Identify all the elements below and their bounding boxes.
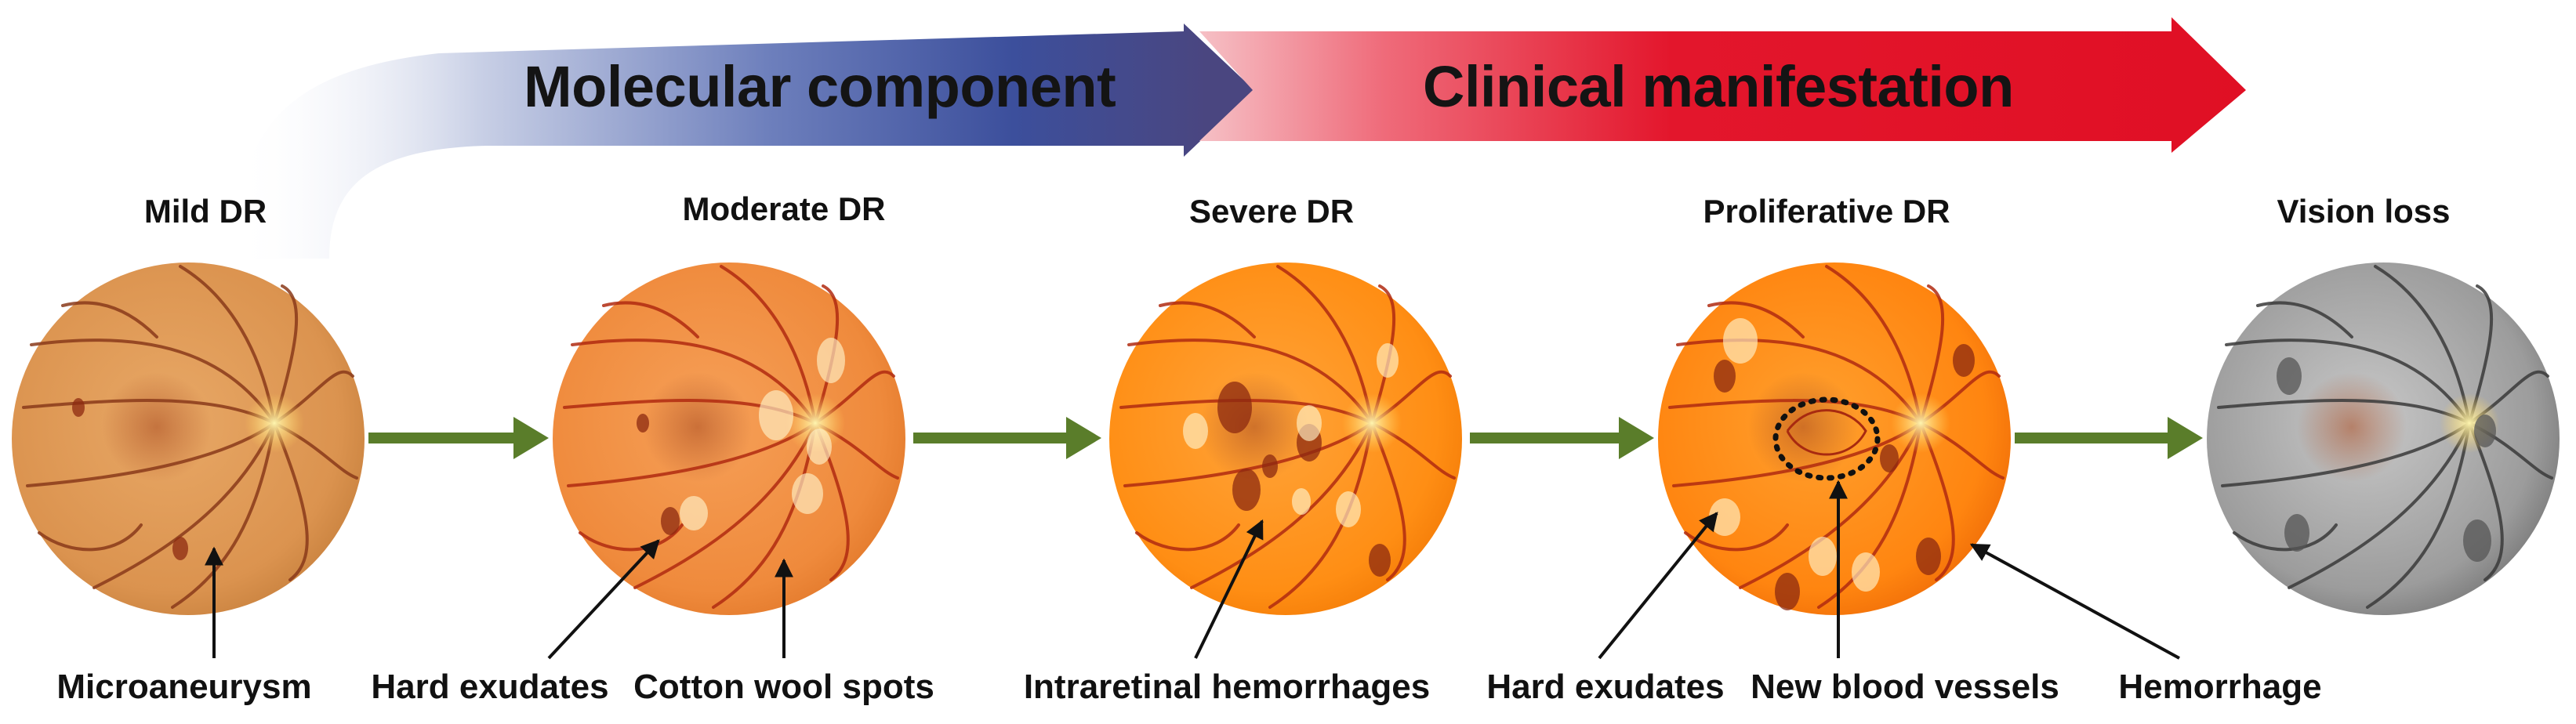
flow-arrow-1 bbox=[368, 417, 549, 459]
flow-arrow-3 bbox=[1470, 417, 1654, 459]
hemorrhage-spot bbox=[2277, 357, 2302, 395]
exudate-spot bbox=[680, 496, 708, 530]
hemorrhage-spot bbox=[72, 398, 85, 417]
macula bbox=[1748, 372, 1858, 482]
exudate-spot bbox=[1377, 343, 1399, 378]
hemorrhage-spot bbox=[1714, 360, 1736, 393]
new-vessels-ring bbox=[1772, 396, 1881, 481]
exudate-spot bbox=[817, 338, 845, 383]
hemorrhage-spot bbox=[2284, 514, 2309, 552]
macula bbox=[2297, 372, 2407, 482]
hemorrhage-spot bbox=[1953, 344, 1975, 377]
stage-label-mild-dr: Mild DR bbox=[143, 193, 267, 230]
flow-arrow-2 bbox=[913, 417, 1101, 459]
hemorrhage-spot bbox=[172, 537, 188, 560]
exudate-spot bbox=[759, 390, 793, 440]
annotation-new-blood-vessels: New blood vessels bbox=[1751, 668, 2059, 706]
molecular-component-arrow bbox=[235, 24, 1254, 259]
fundus-image-proliferative-dr bbox=[1658, 262, 2011, 615]
annotation-cotton-wool-spots: Cotton wool spots bbox=[633, 668, 934, 706]
annotation-hard-exudates-proliferative: Hard exudates bbox=[1486, 668, 1725, 706]
pointer-intraretinal-hemorrhages bbox=[1194, 519, 1264, 659]
stage-label-moderate-dr: Moderate DR bbox=[682, 190, 886, 227]
stage-label-severe-dr: Severe DR bbox=[1188, 193, 1355, 230]
optic-disc bbox=[1342, 393, 1402, 453]
fundus-image-mild-dr bbox=[12, 262, 365, 615]
exudate-spot bbox=[1183, 413, 1208, 449]
exudate-spot bbox=[1723, 318, 1758, 364]
exudate-spot bbox=[1297, 405, 1322, 441]
pointer-hard-exudates-proliferative bbox=[1598, 512, 1718, 660]
hemorrhage-spot bbox=[1916, 538, 1941, 575]
exudate-spot bbox=[1809, 537, 1837, 576]
exudate-spot bbox=[792, 473, 823, 514]
exudate-spot bbox=[1852, 552, 1880, 592]
exudate-spot bbox=[1292, 488, 1311, 515]
hemorrhage-spot bbox=[1262, 454, 1278, 478]
macula bbox=[643, 372, 753, 482]
fundus-image-vision-loss bbox=[2207, 262, 2560, 615]
exudate-spot bbox=[1336, 491, 1361, 527]
clinical-manifestation-label: Clinical manifestation bbox=[1423, 54, 2014, 119]
macula bbox=[1199, 372, 1309, 482]
fundus-image-severe-dr bbox=[1109, 262, 1462, 615]
flow-arrow-4 bbox=[2015, 417, 2203, 459]
annotation-hard-exudates-moderate: Hard exudates bbox=[371, 668, 609, 706]
hemorrhage-spot bbox=[661, 507, 680, 535]
pointer-hemorrhage bbox=[1969, 543, 2180, 660]
hemorrhage-spot bbox=[2463, 519, 2491, 562]
fundus-image-moderate-dr bbox=[553, 262, 905, 615]
pointer-hard-exudates-moderate bbox=[547, 539, 660, 660]
stage-label-proliferative-dr: Proliferative DR bbox=[1703, 193, 1950, 230]
hemorrhage-spot bbox=[1880, 444, 1899, 472]
annotation-intraretinal-hemorrhages: Intraretinal hemorrhages bbox=[1023, 668, 1431, 706]
stage-label-vision-loss: Vision loss bbox=[2277, 193, 2451, 230]
molecular-component-label: Molecular component bbox=[524, 54, 1116, 119]
hemorrhage-spot bbox=[637, 414, 649, 433]
clinical-manifestation-arrow bbox=[1199, 17, 2246, 153]
hemorrhage-spot bbox=[1775, 573, 1800, 610]
annotation-hemorrhage: Hemorrhage bbox=[2118, 668, 2322, 706]
annotation-microaneurysm: Microaneurysm bbox=[56, 668, 312, 706]
macula bbox=[102, 372, 212, 482]
optic-disc bbox=[245, 393, 304, 453]
hemorrhage-spot bbox=[1232, 469, 1261, 511]
hemorrhage-spot bbox=[2474, 414, 2496, 447]
exudate-spot bbox=[807, 429, 832, 465]
optic-disc bbox=[1891, 393, 1950, 453]
hemorrhage-spot bbox=[1217, 382, 1252, 433]
hemorrhage-spot bbox=[1369, 544, 1391, 577]
